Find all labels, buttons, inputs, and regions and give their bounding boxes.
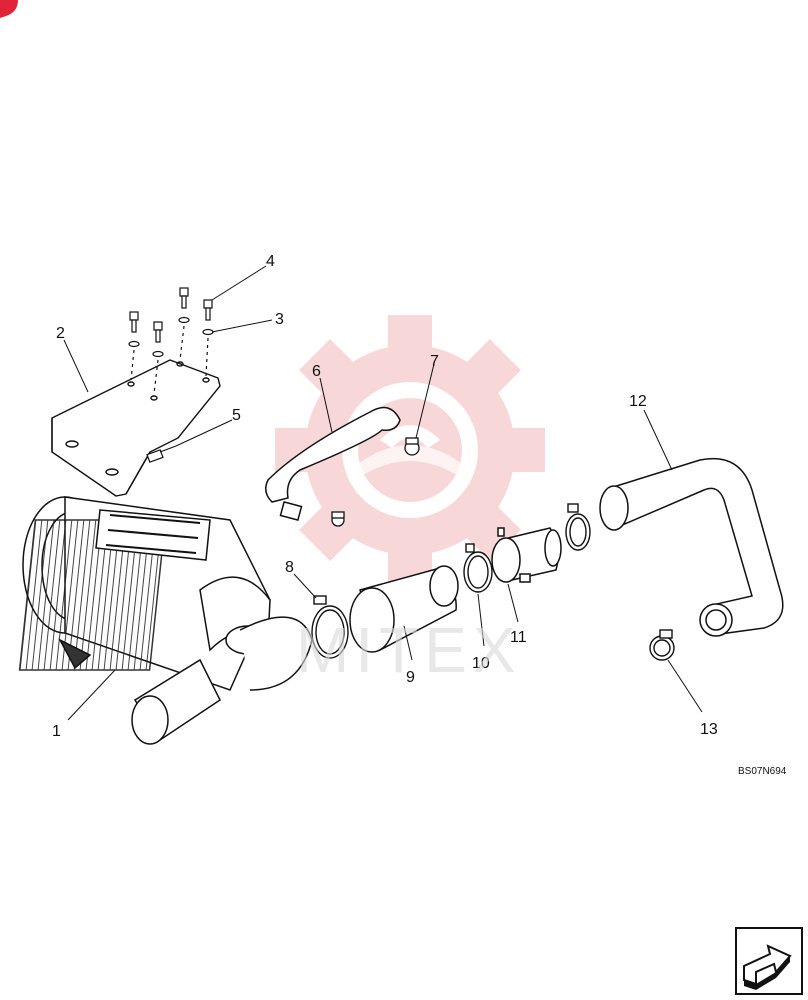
corner-marker [0, 0, 18, 18]
arrow-next-icon [743, 944, 792, 990]
callout-1: 1 [52, 723, 61, 740]
hose-clamps-small [331, 437, 420, 527]
callout-4: 4 [266, 253, 275, 270]
breather-hose [265, 406, 401, 522]
mounting-bracket [51, 359, 221, 497]
callout-11: 11 [510, 629, 527, 646]
intake-hose [349, 565, 459, 653]
callout-labels: 1 2 3 4 5 6 7 8 9 10 11 12 13 [52, 253, 718, 740]
drawing-code: BS07N694 [738, 766, 787, 777]
bolts-and-washers [128, 287, 214, 395]
next-page-button[interactable] [735, 927, 803, 995]
air-cleaner-assembly [18, 496, 313, 745]
hose-clamp-8 [311, 595, 349, 659]
callout-12: 12 [629, 393, 647, 410]
callout-8: 8 [285, 559, 294, 576]
hose-clamp-10 [463, 543, 493, 593]
watermark-text: MITEX [296, 614, 522, 686]
restriction-adapter [491, 527, 562, 583]
callout-13: 13 [700, 721, 718, 738]
leader-lines [63, 265, 703, 721]
mounting-stud [146, 445, 177, 463]
hose-clamp-right [565, 503, 591, 551]
callout-2: 2 [56, 325, 65, 342]
callout-6: 6 [312, 363, 321, 380]
callout-3: 3 [275, 311, 284, 328]
callout-10: 10 [472, 655, 490, 672]
hose-clamp-13 [649, 629, 675, 661]
callout-5: 5 [232, 407, 241, 424]
callout-7: 7 [430, 353, 439, 370]
intake-tube [599, 457, 784, 637]
callout-9: 9 [406, 669, 415, 686]
